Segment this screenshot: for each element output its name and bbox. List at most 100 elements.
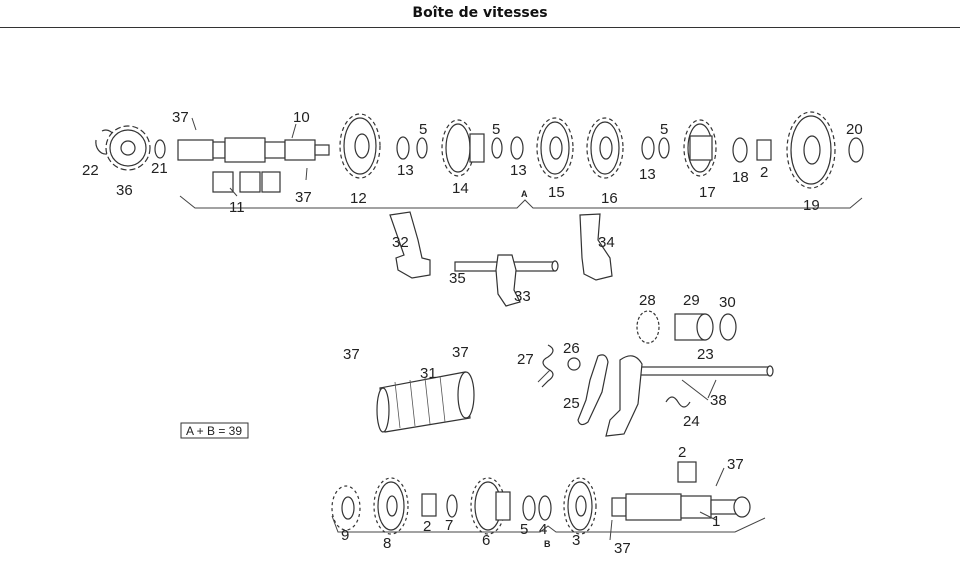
shift-fork [495,254,521,307]
washer [848,137,864,163]
gear [470,477,511,535]
callout-13: 13 [397,162,414,179]
gear [786,111,836,189]
callout-7: 7 [445,517,453,534]
callout-9: 9 [341,527,349,544]
gear [331,485,361,531]
callout-4: 4 [539,521,547,538]
callout-17: 17 [699,184,716,201]
shift-fork [389,211,431,279]
spring [665,396,691,408]
callout-3: 3 [572,532,580,549]
callout-13: 13 [639,166,656,183]
callout-12: 12 [350,190,367,207]
callout-1: 1 [712,513,720,530]
callout-29: 29 [683,292,700,309]
shift-drum-assembly [376,310,774,437]
gear [563,477,597,535]
selector-arm [577,354,609,426]
layshaft-assembly [331,461,766,541]
bushing [674,313,714,341]
callout-2: 2 [678,444,686,461]
callout-10: 10 [293,109,310,126]
washer [641,136,655,160]
gearbox-exploded-diagram: A + B = 39 [82,109,864,557]
callout-8: 8 [383,535,391,552]
circlip [538,495,552,521]
callout-37: 37 [614,540,631,557]
needle-bearing [421,493,437,517]
washer [446,494,458,518]
callout-34: 34 [598,234,615,251]
washer [732,137,748,163]
callout-13: 13 [510,162,527,179]
callout-20: 20 [846,121,863,138]
callout-32: 32 [392,234,409,251]
callout-6: 6 [482,532,490,549]
main-shaft [177,137,330,163]
shift-drum [376,371,475,433]
washer [522,495,536,521]
callout-2: 2 [760,164,768,181]
callout-14: 14 [452,180,469,197]
legend-box: A + B = 39 [180,422,249,439]
legend-text: A + B = 39 [186,424,242,438]
callout-5: 5 [492,121,500,138]
callout-16: 16 [601,190,618,207]
washer [567,357,581,371]
gear [339,113,381,179]
gear [586,117,624,179]
callout-37: 37 [452,344,469,361]
circlip [416,137,428,159]
layshaft [611,493,751,521]
group-bracket-b [331,515,766,533]
washer [719,313,737,341]
callout-22: 22 [82,162,99,179]
callout-23: 23 [697,346,714,363]
callout-31: 31 [420,365,437,382]
callout-11: 11 [229,199,245,216]
washer [396,136,410,160]
callout-18: 18 [732,169,749,186]
washer [154,139,166,159]
callout-37: 37 [172,109,189,126]
callout-28: 28 [639,292,656,309]
callout-37: 37 [727,456,744,473]
gear [683,119,717,177]
callout-25: 25 [563,395,580,412]
gear-shift-shaft [605,355,774,437]
needle-bearing [677,461,697,483]
callout-26: 26 [563,340,580,357]
group-label-a: A [521,189,528,199]
circlip [658,137,670,159]
group-bracket-a [179,195,863,209]
gear [536,117,574,179]
circlip [491,137,503,159]
callout-36: 36 [116,182,133,199]
callout-5: 5 [419,121,427,138]
spring [636,310,660,344]
gear [441,119,485,177]
callout-27: 27 [517,351,534,368]
callout-37: 37 [295,189,312,206]
callout-38: 38 [710,392,727,409]
header-bar: Boîte de vitesses [0,0,960,28]
washer [510,136,524,160]
shift-forks [389,211,613,307]
main-shaft-assembly [95,111,864,209]
callout-19: 19 [803,197,820,214]
callout-24: 24 [683,413,700,430]
sprocket [105,125,151,171]
callout-2: 2 [423,518,431,535]
page-title: Boîte de vitesses [412,5,548,21]
callout-21: 21 [151,160,168,177]
spring [541,344,554,388]
callout-33: 33 [514,288,531,305]
callout-5: 5 [520,521,528,538]
callout-30: 30 [719,294,736,311]
callout-5: 5 [660,121,668,138]
callout-15: 15 [548,184,565,201]
needle-bearings [212,171,281,193]
callout-35: 35 [449,270,466,287]
gear [373,477,409,535]
